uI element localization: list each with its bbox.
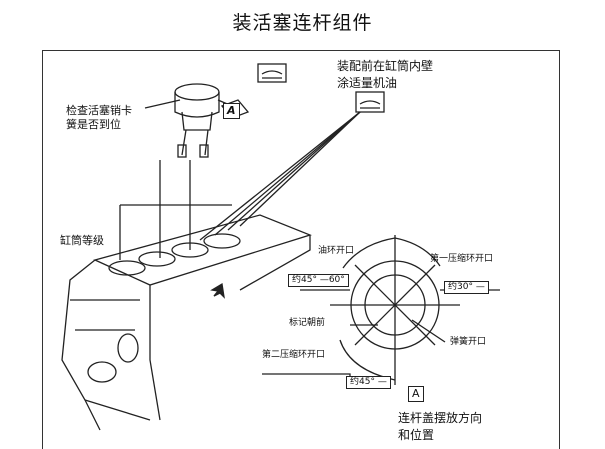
callout-a: A xyxy=(408,386,424,402)
check-circlip-label: 检查活塞销卡 簧是否到位 xyxy=(66,104,132,131)
page-title: 装活塞连杆组件 xyxy=(232,12,373,34)
oil-before-install-label: 装配前在缸筒内壁 涂适量机油 xyxy=(337,59,434,90)
tag-a: A xyxy=(223,103,240,119)
rod-cap-direction-label: 连杆盖摆放方向 和位置 xyxy=(398,411,483,442)
engine-block xyxy=(61,214,312,431)
piston-rod-assembly xyxy=(144,83,233,158)
spring-gap-label: 弹簧开口 xyxy=(450,337,487,347)
first-ring-gap-label: 第一压缩环开口 xyxy=(430,254,494,264)
oil-can-icon xyxy=(355,91,385,113)
cylinder-grade-label: 缸筒等级 xyxy=(60,234,104,247)
oil-can-icon xyxy=(257,63,287,83)
angle-30-label: 约30° — xyxy=(444,281,489,294)
second-ring-gap-label: 第二压缩环开口 xyxy=(262,350,326,360)
direction-arrow-icon xyxy=(210,282,225,299)
oil-ring-gap-label: 油环开口 xyxy=(318,246,355,256)
mark-forward-label: 标记朝前 xyxy=(289,318,326,328)
diagram-frame xyxy=(42,50,560,449)
angle-45-60-label: 约45° —60° xyxy=(288,274,349,287)
angle-45-label: 约45° — xyxy=(346,376,391,389)
